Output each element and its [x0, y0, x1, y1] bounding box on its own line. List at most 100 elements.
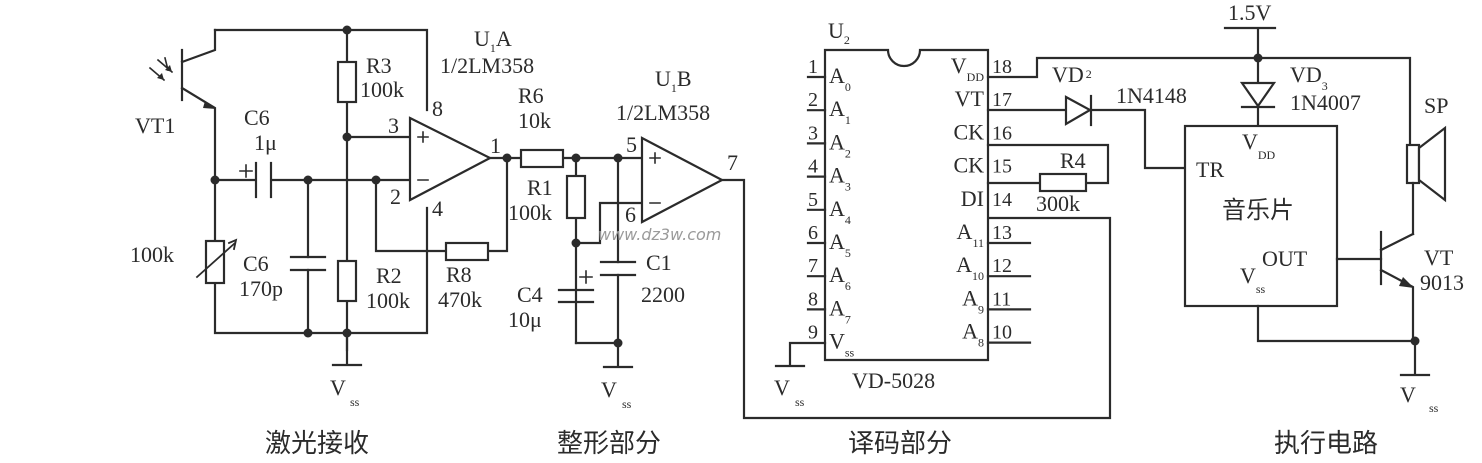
r2-name: R2: [376, 263, 402, 288]
capacitor-c1: C1 2200: [599, 156, 685, 345]
svg-text:Vss: Vss: [1240, 263, 1266, 296]
vd3-label: VD3: [1290, 62, 1328, 93]
speaker-sp: SP: [1405, 93, 1448, 236]
pin-number: 3: [808, 122, 818, 144]
pin-number: 5: [808, 189, 818, 211]
u2-label: U2: [828, 18, 850, 47]
resistor-r2: R2 100k: [336, 259, 410, 313]
r8-name: R8: [446, 262, 472, 287]
c1-value: 2200: [641, 282, 685, 307]
svg-text:V: V: [601, 377, 617, 402]
pin-number: 6: [808, 222, 818, 244]
inverting-input-wire: [574, 201, 642, 245]
u1b-part: 1/2LM358: [616, 100, 710, 125]
r6-value: 10k: [518, 108, 551, 133]
supply-1-5v: 1.5V: [1223, 0, 1277, 60]
top-rail-wire: [213, 28, 429, 112]
u2-part: VD-5028: [852, 368, 935, 393]
c4-name: C4: [517, 282, 543, 307]
potentiometer-100k: 100k: [130, 178, 429, 335]
u1b-label: U1B: [655, 66, 692, 95]
music-chip: VDD TR 音乐片 OUT Vss: [1183, 124, 1339, 308]
r1-name: R1: [527, 175, 553, 200]
pin-number: 13: [992, 222, 1012, 244]
r3-name: R3: [366, 53, 392, 78]
vdd-rail-wire: [986, 56, 1412, 152]
pin-number: 10: [992, 322, 1012, 344]
svg-text:ss: ss: [795, 395, 805, 409]
r8-value: 470k: [438, 287, 482, 312]
resistor-r3: R3 100k: [336, 28, 404, 352]
resistor-r4: R4 300k: [986, 143, 1110, 216]
svg-text:4: 4: [432, 196, 443, 221]
capacitor-c4: C4 10μ: [508, 270, 595, 332]
ground-vss-4: V ss: [1399, 339, 1439, 415]
vd3-part: 1N4007: [1290, 90, 1361, 115]
c6-value: 1μ: [254, 130, 277, 155]
opamp-u1b: 5 6 7 U1B 1/2LM358: [616, 66, 738, 227]
pin-number: 14: [992, 189, 1012, 211]
svg-text:V: V: [774, 375, 790, 400]
section-label-laser-receive: 激光接收: [265, 429, 369, 459]
speaker-label: SP: [1424, 93, 1448, 118]
out-pin-label: OUT: [1262, 246, 1308, 271]
svg-text:ss: ss: [622, 397, 632, 411]
watermark: www.dz3w.com: [598, 225, 721, 244]
capacitor-c6-1u: C6 1μ: [239, 105, 277, 199]
svg-text:VDD: VDD: [1242, 129, 1276, 162]
r3-value: 100k: [360, 77, 404, 102]
pin-number: 2: [808, 89, 818, 111]
pin-name: VT: [955, 86, 985, 111]
supply-label: 1.5V: [1228, 0, 1272, 25]
vt-part: 9013: [1420, 270, 1464, 295]
pot-value: 100k: [130, 242, 174, 267]
u1a-label: U1A: [474, 26, 512, 55]
pin-number: 18: [992, 56, 1012, 78]
resistor-r8: R8 470k: [374, 156, 509, 312]
pin-number: 17: [992, 89, 1012, 111]
pin-number: 12: [992, 255, 1012, 277]
section-label-shaping: 整形部分: [557, 429, 661, 459]
c6-name: C6: [244, 105, 270, 130]
laser-receive-section: VT1 C6 1μ R3 100k 100k: [130, 25, 534, 459]
trigger-pin-label: TR: [1196, 157, 1224, 182]
pin-number: 1: [808, 56, 818, 78]
r4-name: R4: [1060, 148, 1086, 173]
junction-dot: [303, 328, 313, 338]
c4-value: 10μ: [508, 307, 542, 332]
ground-vss-1: V ss: [330, 331, 363, 409]
r1-value: 100k: [508, 200, 552, 225]
svg-text:3: 3: [388, 113, 399, 138]
pin-number: 8: [808, 288, 818, 310]
music-chip-label: 音乐片: [1222, 196, 1294, 224]
vd2-part: 1N4148: [1116, 83, 1187, 108]
pin-number: 4: [808, 156, 818, 178]
phototransistor-vt1: VT1: [135, 28, 217, 182]
shaping-section: R6 10k R1 100k C1 2200 C4 10μ: [488, 66, 1112, 459]
svg-text:6: 6: [625, 202, 636, 227]
section-label-decoding: 译码部分: [848, 429, 952, 459]
diode-vd3: VD3 1N4007: [1239, 56, 1361, 128]
u1a-part: 1/2LM358: [440, 53, 534, 78]
ground-vss-2: V ss: [601, 341, 634, 411]
svg-text:V: V: [1400, 382, 1416, 407]
pin-name: DI: [961, 186, 984, 211]
pin-number: 16: [992, 122, 1012, 144]
resistor-r1: R1 100k: [508, 156, 587, 345]
vt1-label: VT1: [135, 113, 175, 138]
section-label-execution: 执行电路: [1274, 429, 1378, 459]
pin-number: 11: [992, 288, 1011, 310]
r6-name: R6: [518, 83, 544, 108]
svg-text:5: 5: [626, 132, 637, 157]
c6b-value: 170p: [239, 276, 283, 301]
u2-pin-17: 17 VT: [955, 86, 1012, 111]
svg-text:ss: ss: [1429, 401, 1439, 415]
c1-name: C1: [646, 250, 672, 275]
